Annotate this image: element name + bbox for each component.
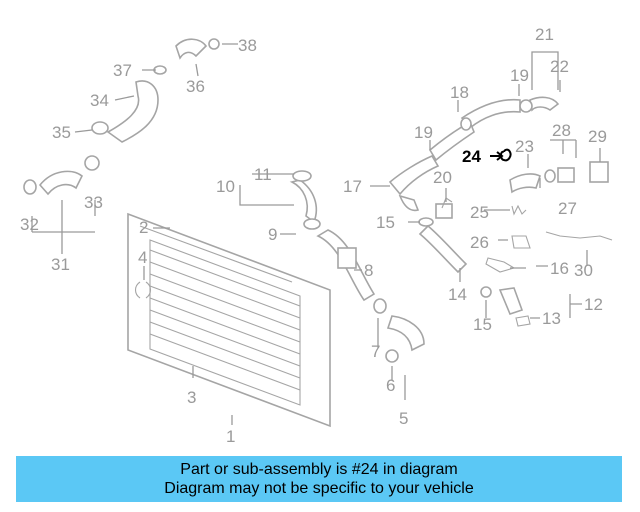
charge-air-hoses [289, 170, 425, 363]
part-label-15-upper: 15 [376, 213, 395, 232]
part-label-17: 17 [343, 177, 362, 196]
part-label-6: 6 [386, 376, 395, 395]
part-label-31: 31 [51, 255, 70, 274]
part-label-30: 30 [574, 261, 593, 280]
part-24-highlight [490, 148, 512, 162]
part-label-38: 38 [238, 36, 257, 55]
part-label-19-left: 19 [414, 123, 433, 142]
part-label-21: 21 [535, 25, 554, 44]
banner-line-1: Part or sub-assembly is #24 in diagram [180, 461, 458, 478]
banner-line-2: Diagram may not be specific to your vehi… [164, 480, 474, 497]
part-label-34: 34 [90, 91, 109, 110]
part-label-1: 1 [226, 427, 235, 446]
part-label-28: 28 [552, 121, 571, 140]
leader-lines [31, 43, 601, 425]
right-hoses [388, 96, 613, 327]
part-label-27: 27 [558, 199, 577, 218]
part-label-33: 33 [84, 193, 103, 212]
part-label-20: 20 [433, 168, 452, 187]
part-label-10: 10 [216, 177, 235, 196]
part-label-8: 8 [364, 261, 373, 280]
part-label-15-lower: 15 [473, 315, 492, 334]
info-banner: Part or sub-assembly is #24 in diagram D… [16, 456, 622, 502]
part-label-14: 14 [448, 285, 467, 304]
part-label-16: 16 [550, 259, 569, 278]
part-label-9: 9 [268, 225, 277, 244]
part-label-37: 37 [113, 61, 132, 80]
part-label-36: 36 [186, 77, 205, 96]
part-label-23: 23 [515, 137, 534, 156]
part-label-3: 3 [187, 388, 196, 407]
part-label-13: 13 [542, 309, 561, 328]
part-label-4: 4 [138, 248, 147, 267]
parts-diagram: 1 2 3 4 5 6 7 8 9 10 11 12 13 14 15 15 1… [20, 25, 613, 446]
part-label-19-right: 19 [510, 66, 529, 85]
part-label-11: 11 [254, 165, 272, 184]
part-label-18: 18 [450, 83, 469, 102]
part-label-35: 35 [52, 123, 71, 142]
part-label-32: 32 [20, 215, 39, 234]
part-labels: 1 2 3 4 5 6 7 8 9 10 11 12 13 14 15 15 1… [20, 25, 607, 446]
part-label-2: 2 [139, 218, 148, 237]
air-duct-upper [23, 38, 220, 196]
part-label-22: 22 [550, 57, 569, 76]
intercooler [127, 212, 331, 428]
part-label-7: 7 [371, 342, 380, 361]
part-label-5: 5 [399, 409, 408, 428]
part-label-12: 12 [584, 295, 603, 314]
part-label-26: 26 [470, 233, 489, 252]
part-label-25: 25 [470, 203, 489, 222]
part-label-24: 24 [462, 147, 481, 166]
part-label-29: 29 [588, 127, 607, 146]
